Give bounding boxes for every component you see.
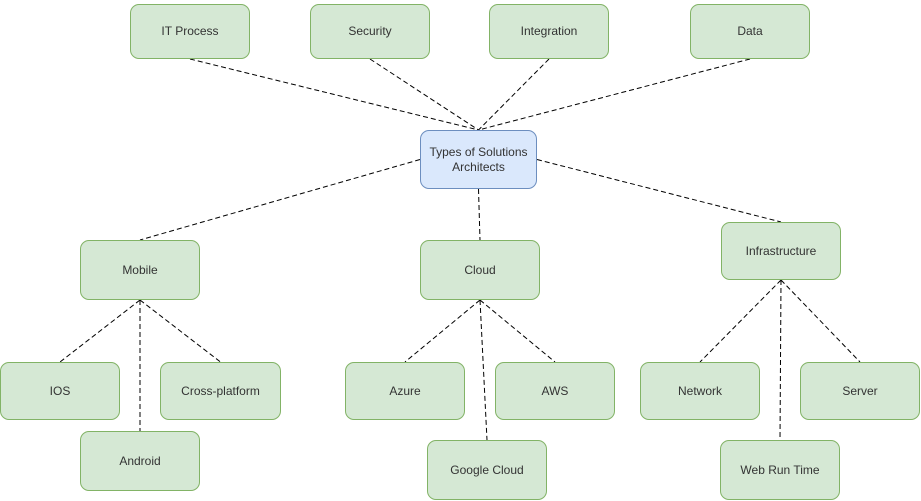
node-label-security: Security [348,24,392,38]
node-label-aws: AWS [541,383,569,398]
node-google-cloud[interactable]: Google Cloud [427,440,547,500]
node-network[interactable]: Network [640,362,760,420]
node-label-mobile: Mobile [122,262,158,277]
edge-it-process-to-center [189,58,479,131]
edge-integration-to-center [478,58,550,131]
node-cloud[interactable]: Cloud [420,240,540,300]
node-label-integration: Integration [520,24,578,38]
node-label-center: Types of Solutions Architects [429,144,528,174]
node-security[interactable]: Security [310,4,430,59]
node-server[interactable]: Server [800,362,920,420]
edge-infrastructure-to-server [780,279,861,363]
node-label-android: Android [119,453,161,468]
edge-infrastructure-to-network [699,279,782,363]
node-android[interactable]: Android [80,431,200,491]
edge-cloud-to-aws [479,299,556,363]
node-label-cloud: Cloud [464,262,496,277]
edge-center-to-mobile [139,159,421,241]
edge-mobile-to-ios [59,299,141,363]
node-center[interactable]: Types of Solutions Architects [420,130,537,189]
node-label-ios: IOS [49,383,71,398]
node-label-google-cloud: Google Cloud [450,462,524,477]
edge-center-to-cloud [478,188,481,241]
node-label-infrastructure: Infrastructure [745,243,817,258]
edge-security-to-center [369,58,479,131]
node-it-process[interactable]: IT Process [130,4,250,59]
node-web-run-time[interactable]: Web Run Time [720,440,840,500]
node-ios[interactable]: IOS [0,362,120,420]
edge-center-to-infrastructure [536,159,782,223]
node-data[interactable]: Data [690,4,810,59]
node-label-server: Server [842,383,878,398]
node-mobile[interactable]: Mobile [80,240,200,300]
node-label-it-process: IT Process [161,24,219,38]
node-integration[interactable]: Integration [489,4,609,59]
node-label-azure: Azure [389,383,421,398]
node-label-data: Data [737,24,763,38]
edge-data-to-center [478,58,751,131]
node-label-cross-platform: Cross-platform [181,383,260,398]
node-label-network: Network [677,383,722,398]
node-aws[interactable]: AWS [495,362,615,420]
node-infrastructure[interactable]: Infrastructure [721,222,841,280]
node-cross-platform[interactable]: Cross-platform [160,362,281,420]
edge-infrastructure-to-web-run-time [779,279,782,441]
edge-cloud-to-azure [404,299,481,363]
node-label-web-run-time: Web Run Time [740,462,820,477]
edge-cloud-to-google-cloud [479,299,488,441]
node-azure[interactable]: Azure [345,362,465,420]
edge-mobile-to-cross-platform [139,299,221,363]
